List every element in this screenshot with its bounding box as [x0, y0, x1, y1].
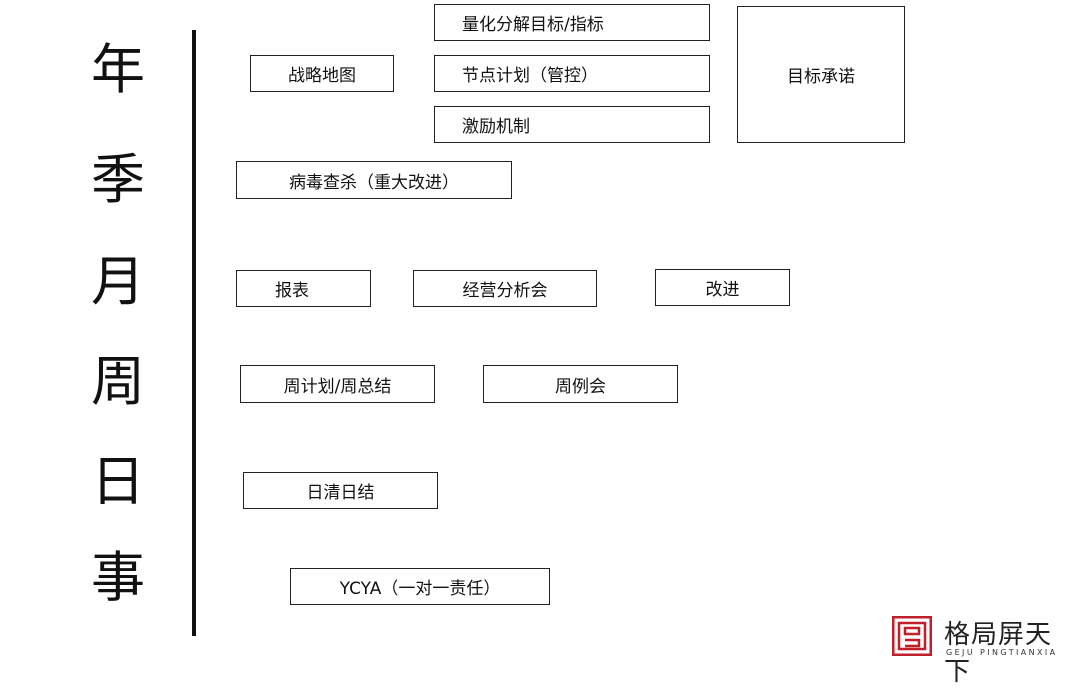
label-year: 年	[91, 38, 145, 101]
box-improve: 改进	[655, 269, 790, 306]
box-ycya: YCYA（一对一责任）	[290, 568, 550, 605]
box-strategy-map: 战略地图	[250, 55, 394, 92]
label-month: 月	[91, 250, 145, 313]
box-virus-kill: 病毒查杀（重大改进）	[236, 161, 512, 199]
brand-logo: 格局屏天下 GEJU PINGTIANXIA	[892, 616, 1072, 687]
box-report: 报表	[236, 270, 371, 307]
box-milestone-plan: 节点计划（管控）	[434, 55, 710, 92]
box-weekly-plan: 周计划/周总结	[240, 365, 435, 403]
box-goal-commitment: 目标承诺	[737, 6, 905, 143]
box-quantify-goals: 量化分解目标/指标	[434, 4, 710, 41]
box-business-meeting: 经营分析会	[413, 270, 597, 307]
box-daily-clear: 日清日结	[243, 472, 438, 509]
brand-subtitle: GEJU PINGTIANXIA	[946, 648, 1058, 657]
brand-logo-mark	[892, 616, 932, 656]
vertical-divider	[192, 30, 196, 636]
label-matter: 事	[91, 546, 145, 609]
label-day: 日	[91, 450, 145, 513]
box-incentive: 激励机制	[434, 106, 710, 143]
box-weekly-meeting: 周例会	[483, 365, 678, 403]
label-quarter: 季	[91, 148, 145, 211]
label-week: 周	[91, 350, 145, 413]
